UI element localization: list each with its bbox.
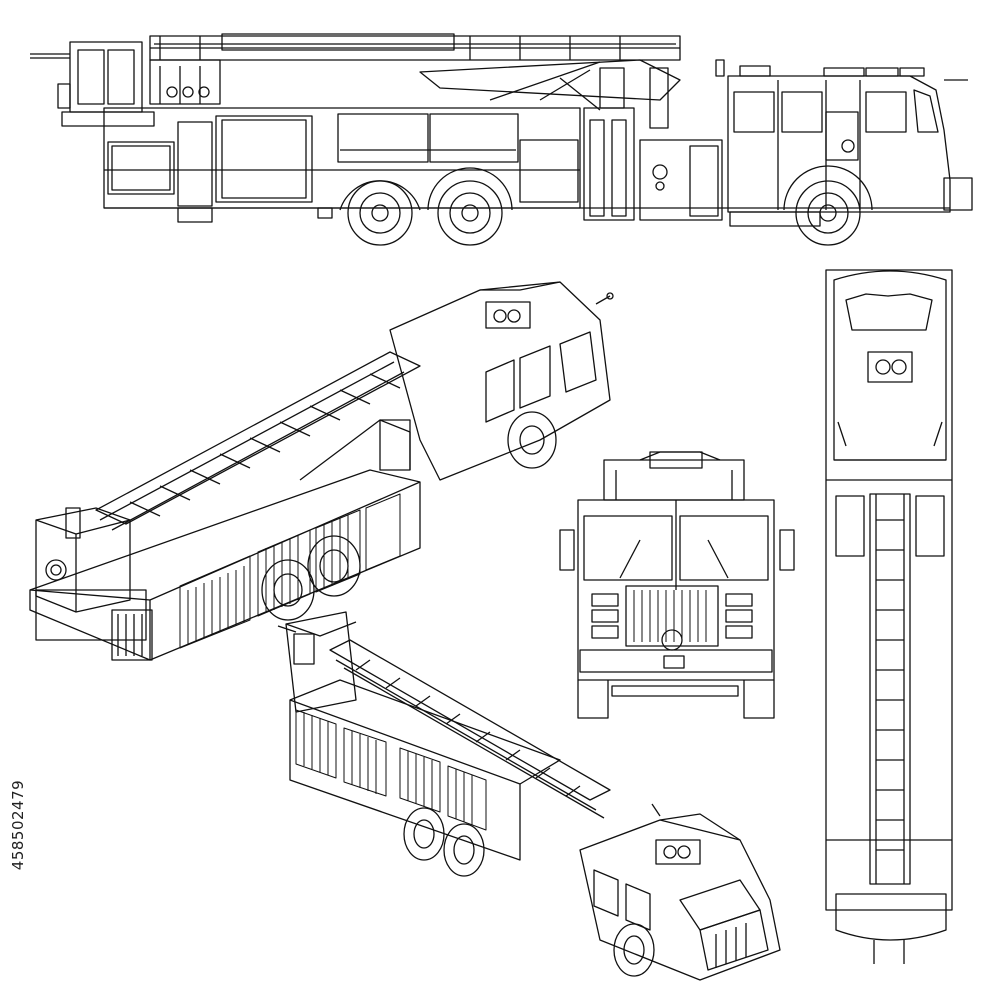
aerial-ladder <box>869 493 911 885</box>
rear-wheel-2 <box>427 167 513 246</box>
front-view <box>559 451 795 719</box>
isometric-front-view <box>277 611 781 981</box>
top-view <box>825 269 953 964</box>
cab <box>389 281 614 481</box>
platform-basket <box>835 893 947 941</box>
front-wheel <box>783 165 873 246</box>
side-compartments <box>295 709 487 831</box>
isometric-rear-view <box>29 281 614 661</box>
cab-roof <box>833 270 947 461</box>
cab <box>715 59 973 227</box>
side-compartments <box>179 493 401 649</box>
platform-basket <box>69 41 143 113</box>
wheels <box>403 807 655 977</box>
aerial-ladder <box>329 639 611 819</box>
platform-basket <box>35 507 131 613</box>
wheels <box>261 411 557 621</box>
stock-id-text: 458502479 <box>9 779 27 871</box>
rear-wheel-1 <box>339 180 421 246</box>
grille <box>625 585 719 647</box>
side-view <box>30 33 973 246</box>
platform-basket <box>277 611 357 713</box>
cab <box>579 803 781 981</box>
stock-id-label: 458502479 <box>6 760 30 890</box>
aerial-ladder <box>95 351 421 531</box>
aerial-ladder <box>149 33 681 61</box>
